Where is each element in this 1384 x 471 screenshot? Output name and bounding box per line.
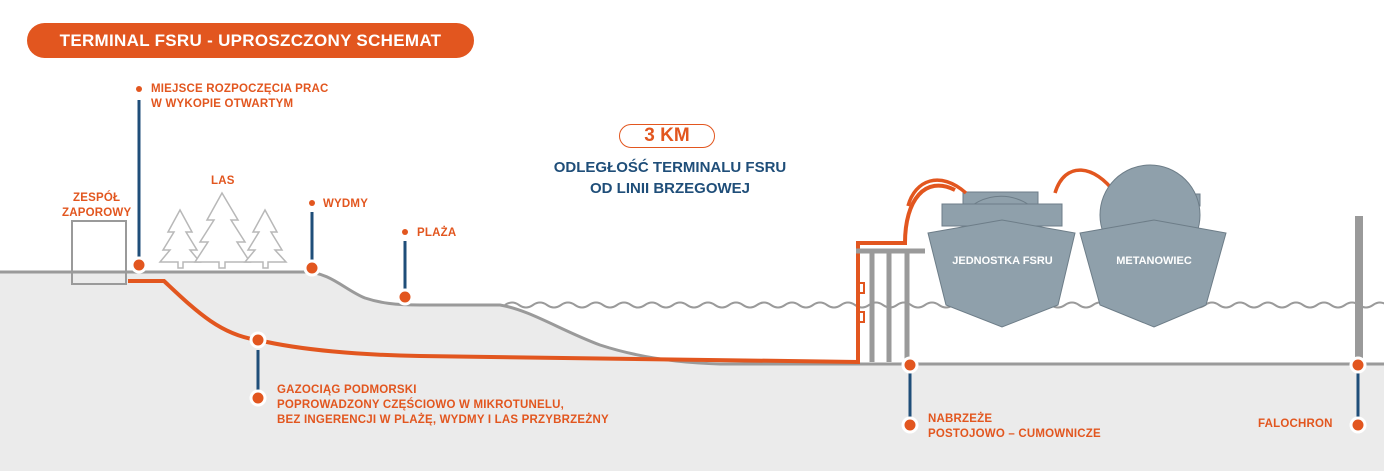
distance-line1: ODLEGŁOŚĆ TERMINALU FSRU — [553, 159, 787, 176]
quay-line2: POSTOJOWO – CUMOWNICZE — [928, 428, 1101, 440]
start-point-line1: MIEJSCE ROZPOCZĘCIA PRAC — [151, 83, 329, 95]
water-surface — [504, 301, 1384, 309]
pipeline — [128, 183, 956, 365]
start-point-label: MIEJSCE ROZPOCZĘCIA PRAC W WYKOPIE OTWAR… — [151, 82, 329, 112]
page-title: TERMINAL FSRU - UPROSZCZONY SCHEMAT — [27, 23, 474, 58]
distance-badge: 3 KM — [619, 124, 715, 148]
pipeline-label: GAZOCIĄG PODMORSKI POPROWADZONY CZĘŚCIOW… — [277, 383, 609, 428]
lng-carrier-ship — [1079, 164, 1227, 328]
hose-ships — [1053, 168, 1117, 195]
quay-label: NABRZEŻE POSTOJOWO – CUMOWNICZE — [928, 412, 1101, 442]
distance-line2: OD LINII BRZEGOWEJ — [589, 180, 750, 197]
barrier-box — [71, 220, 127, 285]
breakwater — [1355, 216, 1363, 364]
dunes-label: WYDMY — [323, 198, 369, 210]
fsru-ship-label: JEDNOSTKA FSRU — [952, 255, 1053, 267]
ground-area — [0, 272, 1384, 471]
quay-structure — [856, 248, 925, 362]
forest-label: LAS — [211, 175, 235, 187]
quay-line1: NABRZEŻE — [928, 413, 993, 425]
fsru-ship — [927, 191, 1076, 328]
lng-carrier-label: METANOWIEC — [1116, 255, 1192, 267]
pipeline-line3: BEZ INGERENCJI W PLAŻĘ, WYDMY I LAS PRZY… — [277, 414, 609, 426]
pipeline-line1: GAZOCIĄG PODMORSKI — [277, 384, 417, 396]
barrier-line2: ZAPOROWY — [62, 207, 132, 219]
beach-label: PLAŻA — [417, 227, 457, 239]
start-point-line2: W WYKOPIE OTWARTYM — [151, 98, 294, 110]
distance-caption: ODLEGŁOŚĆ TERMINALU FSRU OD LINII BRZEGO… — [520, 157, 820, 199]
barrier-line1: ZESPÓŁ — [73, 192, 121, 204]
pipeline-line2: POPROWADZONY CZĘŚCIOWO W MIKROTUNELU, — [277, 399, 565, 411]
forest-icon — [158, 191, 288, 269]
quay-fenders — [858, 282, 865, 323]
barrier-label: ZESPÓŁ ZAPOROWY — [62, 191, 131, 221]
breakwater-label: FALOCHRON — [1258, 418, 1333, 430]
